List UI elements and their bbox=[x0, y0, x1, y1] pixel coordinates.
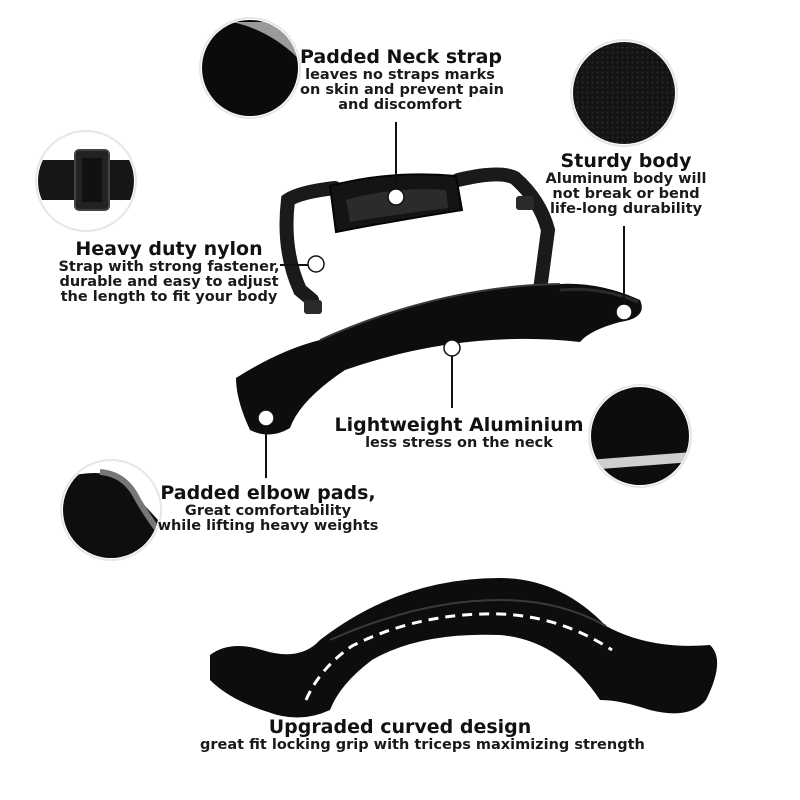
callout-curved: Upgraded curved design great fit locking… bbox=[200, 716, 645, 753]
buckle-detail-icon bbox=[35, 130, 137, 232]
callout-elbow-pads: Padded elbow pads, Great comfortability … bbox=[156, 482, 380, 535]
curved-line-1: great fit locking grip with triceps maxi… bbox=[200, 736, 645, 753]
callout-aluminium: Lightweight Aluminium less stress on the… bbox=[334, 414, 584, 451]
curved-title: Upgraded curved design bbox=[268, 716, 532, 738]
aluminium-line-1: less stress on the neck bbox=[365, 434, 553, 451]
nylon-title: Heavy duty nylon bbox=[75, 238, 263, 260]
neck-strap-line-1: leaves no straps marks bbox=[305, 66, 495, 83]
neck-pad-detail-icon bbox=[199, 17, 301, 119]
nylon-line-1: Strap with strong fastener, bbox=[58, 258, 280, 275]
sturdy-body-line-1: Aluminum body will bbox=[545, 170, 707, 187]
sturdy-body-title: Sturdy body bbox=[560, 150, 692, 172]
neck-strap-line-3: and discomfort bbox=[338, 97, 462, 114]
elbow-pad-detail-icon bbox=[60, 459, 162, 561]
callout-nylon: Heavy duty nylon Strap with strong faste… bbox=[56, 238, 282, 306]
elbow-pads-title: Padded elbow pads, bbox=[160, 482, 376, 504]
neck-strap-title: Padded Neck strap bbox=[300, 46, 503, 68]
sturdy-body-line-2: not break or bend bbox=[552, 186, 700, 203]
elbow-pads-line-2: while lifting heavy weights bbox=[157, 518, 379, 535]
callout-sturdy-body: Sturdy body Aluminum body will not break… bbox=[536, 150, 716, 218]
elbow-pads-line-1: Great comfortability bbox=[184, 502, 352, 519]
arm-blaster-bar bbox=[236, 283, 642, 435]
aluminium-edge-detail-icon bbox=[588, 384, 692, 488]
sturdy-body-line-3: life-long durability bbox=[549, 201, 703, 218]
nylon-line-3: the length to fit your body bbox=[60, 289, 278, 306]
callout-dots bbox=[257, 188, 633, 427]
curved-bar bbox=[210, 578, 718, 718]
callout-neck-strap: Padded Neck strap leaves no straps marks… bbox=[300, 46, 504, 114]
neck-strap-line-2: on skin and prevent pain bbox=[300, 82, 504, 99]
aluminium-title: Lightweight Aluminium bbox=[334, 414, 584, 436]
nylon-line-2: durable and easy to adjust bbox=[59, 274, 279, 291]
textured-body-detail-icon bbox=[570, 39, 678, 147]
arm-blaster-straps bbox=[279, 167, 556, 314]
